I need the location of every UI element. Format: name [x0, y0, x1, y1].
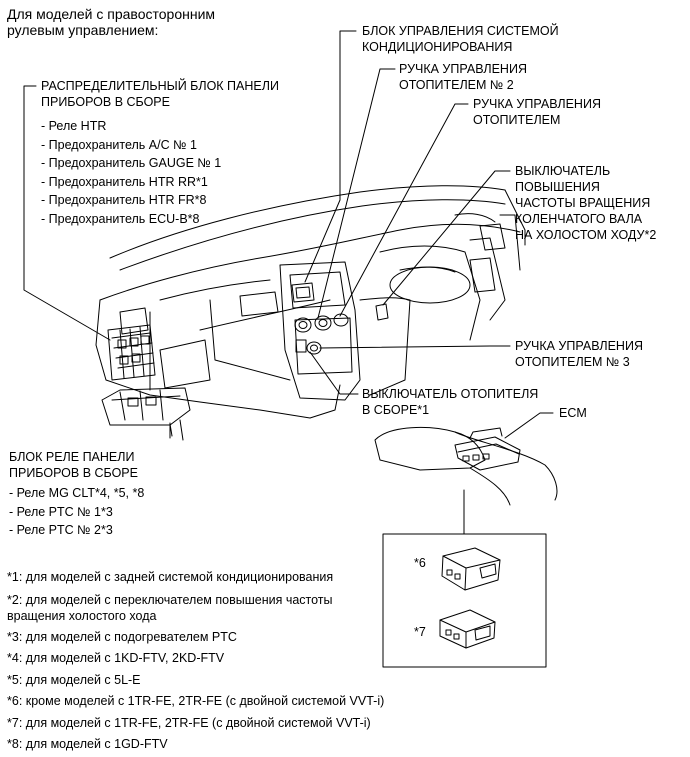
- idle-up-label-2: ПОВЫШЕНИЯ: [515, 180, 600, 194]
- inset-label-7: *7: [414, 625, 426, 639]
- list-item: - Предохранитель GAUGE № 1: [41, 156, 222, 170]
- idle-up-label-5: НА ХОЛОСТОМ ХОДУ*2: [515, 228, 657, 242]
- list-item: - Реле PTC № 1*3: [9, 504, 113, 519]
- idle-up-label-1: ВЫКЛЮЧАТЕЛЬ: [515, 164, 611, 178]
- junction-block-items: - Реле HTR - Предохранитель A/C № 1 - Пр…: [41, 117, 221, 228]
- ecm-variant-7-drawing: [439, 609, 496, 649]
- relay-block-title-1: БЛОК РЕЛЕ ПАНЕЛИ: [9, 450, 135, 464]
- ac-control-label-2: КОНДИЦИОНИРОВАНИЯ: [362, 40, 513, 54]
- footnote: *7: для моделей с 1TR-FE, 2TR-FE (с двой…: [7, 715, 371, 730]
- windshield-outline: [109, 185, 526, 271]
- dashboard-body: [95, 213, 521, 441]
- footnote: *6: кроме моделей с 1TR-FE, 2TR-FE (с дв…: [7, 694, 385, 708]
- heater-knob3-label-2: ОТОПИТЕЛЕМ № 3: [515, 355, 630, 369]
- heater-switch-label-2: В СБОРЕ*1: [362, 403, 430, 417]
- footnote: *8: для моделей с 1GD-FTV: [7, 737, 168, 751]
- ac-control-label-1: БЛОК УПРАВЛЕНИЯ СИСТЕМОЙ: [362, 24, 559, 38]
- junction-block-drawing: [107, 324, 156, 381]
- footnote: *4: для моделей с 1KD-FTV, 2KD-FTV: [7, 651, 225, 665]
- footnote: *1: для моделей с задней системой кондиц…: [7, 570, 334, 584]
- footnote: вращения холостого хода: [7, 608, 157, 623]
- ecm-drawing: [374, 426, 558, 506]
- idle-up-label-4: КОЛЕНЧАТОГО ВАЛА: [515, 212, 643, 226]
- list-item: - Предохранитель A/C № 1: [41, 137, 197, 152]
- list-item: - Реле MG CLT*4, *5, *8: [9, 486, 145, 500]
- inset-label-6: *6: [414, 556, 426, 570]
- ecm-variant-6-drawing: [441, 547, 501, 591]
- junction-block-title-1: РАСПРЕДЕЛИТЕЛЬНЫЙ БЛОК ПАНЕЛИ: [41, 79, 279, 93]
- idle-up-label-3: ЧАСТОТЫ ВРАЩЕНИЯ: [515, 196, 651, 210]
- heater-knob2-label-1: РУЧКА УПРАВЛЕНИЯ: [399, 62, 527, 76]
- idle-up-switch-drawing: [375, 303, 389, 321]
- heater-knob-label-1: РУЧКА УПРАВЛЕНИЯ: [473, 97, 601, 111]
- heater-knob3-label-1: РУЧКА УПРАВЛЕНИЯ: [515, 339, 643, 353]
- ac-control-unit-drawing: [291, 282, 315, 303]
- footnote: *5: для моделей с 5L-E: [7, 672, 141, 687]
- list-item: - Реле HTR: [41, 119, 107, 133]
- relay-block-title-2: ПРИБОРОВ В СБОРЕ: [9, 466, 138, 480]
- relay-block-drawing: [101, 387, 191, 426]
- list-item: - Реле PTC № 2*3: [9, 523, 113, 537]
- list-item: - Предохранитель ECU-B*8: [41, 211, 200, 226]
- ecm-label: ECM: [559, 406, 587, 420]
- list-item: - Предохранитель HTR FR*8: [41, 193, 207, 207]
- heater-switch-label-1: ВЫКЛЮЧАТЕЛЬ ОТОПИТЕЛЯ: [362, 387, 539, 401]
- junction-block-title-2: ПРИБОРОВ В СБОРЕ: [41, 95, 170, 109]
- relay-block-items: - Реле MG CLT*4, *5, *8 - Реле PTC № 1*3…: [9, 484, 144, 540]
- footnotes: *1: для моделей с задней системой кондиц…: [7, 567, 384, 756]
- footnote: *3: для моделей с подогревателем PTC: [7, 629, 237, 644]
- heater-knob2-label-2: ОТОПИТЕЛЕМ № 2: [399, 78, 514, 92]
- list-item: - Предохранитель HTR RR*1: [41, 174, 208, 189]
- heater-knob-label-2: ОТОПИТЕЛЕМ: [473, 113, 561, 127]
- header-line-1: Для моделей с правосторонним: [7, 6, 216, 22]
- leader-lines: [23, 30, 554, 439]
- header-line-2: рулевым управлением:: [7, 22, 159, 38]
- footnote: *2: для моделей с переключателем повышен…: [7, 592, 333, 607]
